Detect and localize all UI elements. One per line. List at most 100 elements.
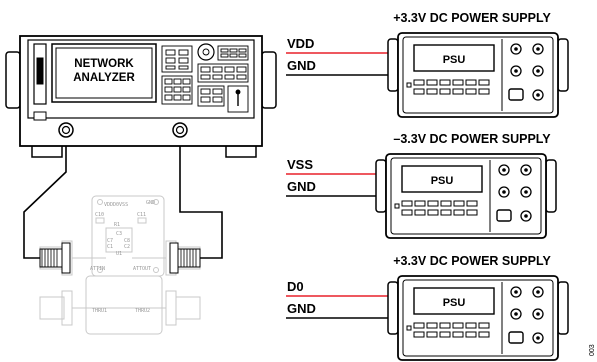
disk-slot-opening	[36, 57, 44, 85]
ghost-connector-thru-right	[175, 296, 201, 320]
psu-button	[413, 88, 425, 95]
c1-label: C1	[107, 244, 113, 250]
psu-button	[440, 200, 452, 207]
psu-button	[439, 79, 451, 86]
psu-button	[427, 209, 439, 216]
psu-output-switch	[496, 209, 512, 222]
psu-button	[426, 88, 438, 95]
signal-label: D0	[287, 279, 304, 294]
analyzer-label-line1: NETWORK	[74, 58, 134, 70]
c10-pad	[95, 217, 105, 224]
psu-handle-left	[375, 159, 387, 213]
psu-front-panel	[390, 157, 542, 235]
psu-output-switch	[508, 88, 524, 101]
psu-handle-right	[557, 281, 569, 335]
board-outline	[91, 195, 165, 277]
psu-front-panel	[402, 36, 554, 114]
psu-button	[453, 209, 465, 216]
psu-button	[465, 322, 477, 329]
psu-terminal-center	[536, 336, 540, 340]
psu-indicator	[394, 203, 400, 209]
attin-label: ATTIN	[90, 266, 105, 272]
psu-handle-right	[557, 38, 569, 92]
psu-button	[465, 331, 477, 338]
psu-button	[478, 88, 490, 95]
psu-button	[401, 209, 413, 216]
psu-output-switch	[508, 331, 524, 344]
c11-label: C11	[137, 212, 146, 218]
thru1-label: THRU1	[92, 308, 107, 314]
psu-terminal-center	[524, 214, 528, 218]
thru2-label: THRU2	[135, 308, 150, 314]
psu-front-panel	[402, 279, 554, 357]
mount-hole	[97, 267, 103, 273]
ground-label: GND	[287, 179, 316, 194]
connector-flange	[169, 242, 179, 274]
psu-button	[414, 200, 426, 207]
board-labels: VDDD0VSS GND C10 C11 R1 C3 C7 C1 C8 C2 U…	[90, 200, 155, 314]
network-analyzer	[5, 35, 277, 158]
psu-terminal-center	[514, 312, 518, 316]
cable-port2	[179, 134, 223, 259]
mount-hole	[97, 199, 103, 205]
psu-display	[413, 287, 495, 315]
keypad-right	[197, 43, 249, 113]
psu-button	[427, 200, 439, 207]
indicator-led	[33, 111, 47, 121]
psu-display-label: PSU	[443, 297, 466, 309]
psu-button	[452, 322, 464, 329]
psu-button	[478, 331, 490, 338]
rf-cables	[23, 134, 223, 259]
board-gnd-label: GND	[146, 200, 155, 206]
psu-button	[414, 209, 426, 216]
psu-button	[440, 209, 452, 216]
psu-button	[466, 209, 478, 216]
u1-label: U1	[116, 251, 122, 257]
sma-connector-right	[169, 242, 201, 274]
power-supply-title: +3.3V DC POWER SUPPLY	[393, 11, 551, 25]
psu-button	[452, 79, 464, 86]
rotary-knob-center	[202, 48, 210, 56]
psu-button	[426, 322, 438, 329]
psu-display-label: PSU	[431, 175, 454, 187]
psu-button	[401, 200, 413, 207]
psu-display	[401, 165, 483, 193]
port-2-inner	[175, 125, 185, 135]
psu-button	[452, 88, 464, 95]
signal-label: VSS	[287, 157, 313, 172]
psu-terminal-center	[524, 168, 528, 172]
psu-button	[426, 79, 438, 86]
analyzer-label-line2: ANALYZER	[73, 72, 135, 84]
psu-button	[413, 331, 425, 338]
psu-display-label: PSU	[443, 54, 466, 66]
psu-terminal-center	[514, 69, 518, 73]
psu-handle-right	[545, 159, 557, 213]
cable-port1	[23, 134, 67, 259]
c11-pad	[137, 217, 147, 224]
c3-label: C3	[116, 231, 122, 237]
psu-terminal-center	[514, 47, 518, 51]
psu-button	[439, 88, 451, 95]
keypad-left	[161, 45, 193, 105]
psu-indicator	[406, 82, 412, 88]
psu-terminal-center	[536, 93, 540, 97]
r1-label: R1	[114, 222, 120, 228]
mount-hole	[153, 267, 159, 273]
analyzer-screen-inner	[55, 47, 153, 99]
ground-label: GND	[287, 58, 316, 73]
chip-outline	[105, 227, 133, 253]
psu-button	[466, 200, 478, 207]
psu-terminal-center	[536, 312, 540, 316]
port-1-inner	[61, 125, 71, 135]
psu-button	[465, 79, 477, 86]
power-supply-title: +3.3V DC POWER SUPPLY	[393, 254, 551, 268]
psu-button	[439, 322, 451, 329]
psu-button	[413, 322, 425, 329]
psu-terminal-center	[502, 190, 506, 194]
psu-button	[426, 331, 438, 338]
board-top-labels: VDDD0VSS	[104, 202, 128, 208]
figure-id: 003	[589, 344, 596, 356]
attout-label: ATTOUT	[133, 266, 151, 272]
